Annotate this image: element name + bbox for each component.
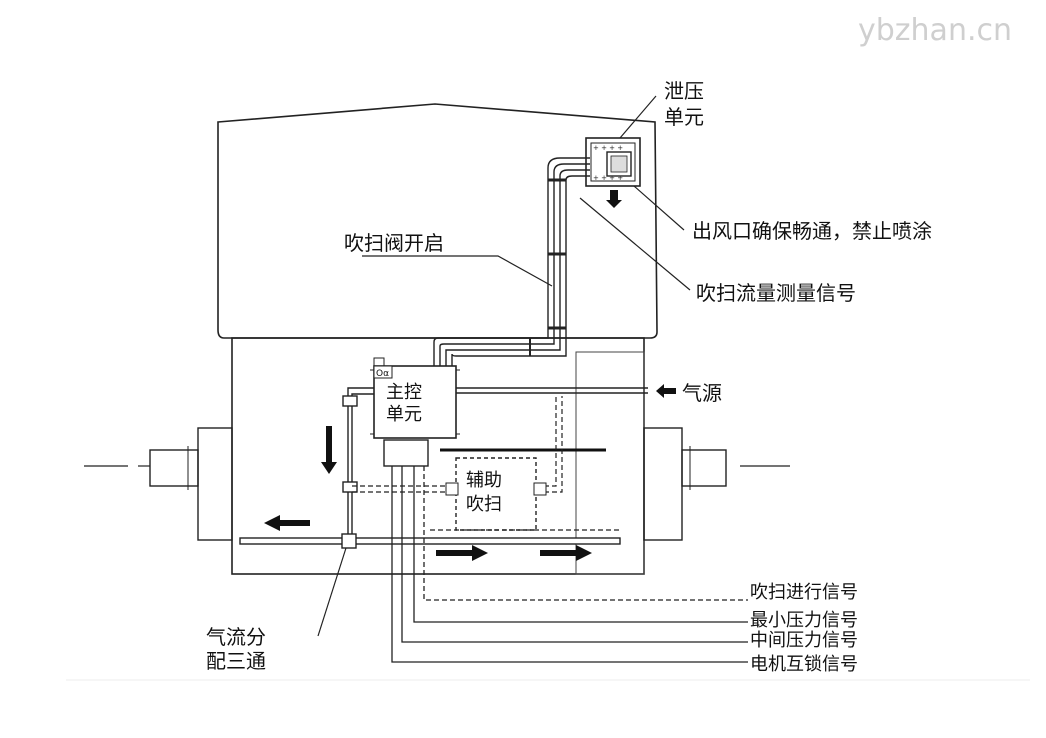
signal-line-min — [413, 466, 748, 623]
upper-housing — [217, 103, 658, 339]
badge-frame — [373, 365, 393, 379]
down-flow-arrow — [321, 426, 337, 474]
air-source-arrow — [656, 384, 676, 398]
left-riser-pipe — [342, 387, 374, 536]
aux-purge-label-2: 吹扫 — [466, 494, 502, 515]
aux-connector — [445, 482, 459, 496]
tee-label-1: 气流分 — [206, 625, 266, 649]
left-shaft — [84, 427, 233, 541]
relief-unit: + + + + + + + + — [585, 137, 641, 187]
purge-valve-open-label: 吹扫阀开启 — [344, 231, 444, 255]
watermark: ybzhan.cn — [858, 13, 1012, 48]
signal-label-min: 最小压力信号 — [750, 610, 858, 631]
left-flow-arrow — [264, 515, 310, 531]
relief-unit-label-2: 单元 — [664, 105, 704, 129]
aux-connector-right — [533, 482, 547, 496]
signal-line-mid — [401, 466, 748, 643]
badge-label: Oα — [376, 369, 389, 379]
leader-lines — [317, 95, 691, 637]
distribution-bar — [239, 533, 621, 549]
signal-line-interlock — [391, 466, 748, 663]
relief-unit-label-1: 泄压 — [664, 79, 704, 103]
outlet-note-label: 出风口确保畅通，禁止喷涂 — [692, 219, 932, 243]
signal-label-mid: 中间压力信号 — [750, 630, 858, 651]
signal-label-interlock: 电机互锁信号 — [750, 654, 858, 675]
purge-tubes — [433, 157, 590, 366]
signal-lines — [391, 466, 748, 663]
air-source-label: 气源 — [682, 381, 722, 405]
signal-label-purge: 吹扫进行信号 — [750, 582, 858, 603]
outlet-arrow — [606, 190, 622, 208]
aux-purge-label-1: 辅助 — [466, 470, 502, 491]
tee-label-2: 配三通 — [206, 649, 266, 673]
right-shaft — [643, 427, 790, 541]
svg-text:+ + + +: + + + + — [593, 174, 623, 182]
main-control-unit-label-1: 主控 — [386, 382, 422, 403]
signal-line-purge — [423, 466, 748, 601]
purge-flow-signal-label: 吹扫流量测量信号 — [696, 281, 856, 305]
main-control-unit-label-2: 单元 — [386, 404, 422, 425]
right-flow-arrow-1 — [436, 545, 488, 561]
air-source-pipe — [456, 387, 648, 394]
svg-text:+ + + +: + + + + — [593, 144, 623, 152]
right-flow-arrow-2 — [540, 545, 592, 561]
